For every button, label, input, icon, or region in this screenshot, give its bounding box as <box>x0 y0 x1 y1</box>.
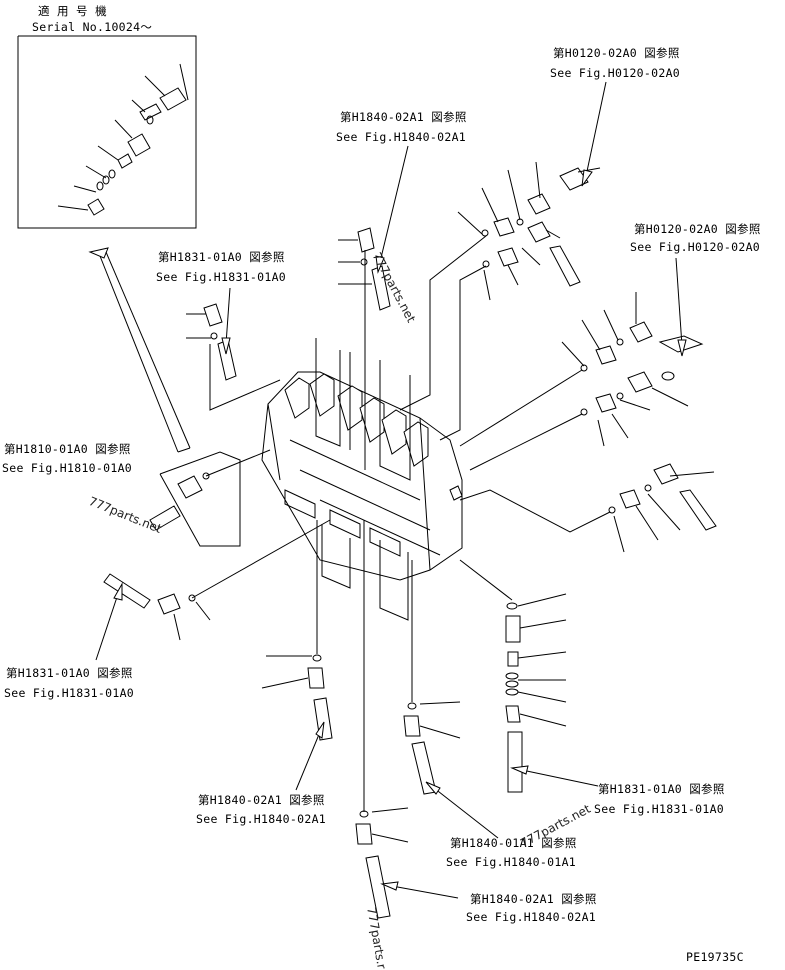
ref-jp-label: 第H1831-01A0 図参照 <box>598 782 725 796</box>
ref-jp-label: 第H1840-02A1 図参照 <box>340 110 467 124</box>
ref-en-label: See Fig.H0120-02A0 <box>630 240 761 254</box>
upper-left-fittings <box>186 303 281 411</box>
ref-en-label: See Fig.H1840-02A1 <box>466 910 597 924</box>
bottom-center-fittings <box>355 520 409 919</box>
lower-left-fittings <box>103 519 331 641</box>
right-side-fittings <box>459 292 717 553</box>
control-valve-body <box>261 338 463 621</box>
ref-en-label: See Fig.H1831-01A0 <box>594 802 725 816</box>
ref-en-label: See Fig.H1840-02A1 <box>336 130 467 144</box>
ref-jp-label: 第H0120-02A0 図参照 <box>553 46 680 60</box>
serial-inset-box <box>17 35 197 229</box>
ref-jp-label: 第H1831-01A0 図参照 <box>6 666 133 680</box>
ref-en-label: See Fig.H1810-01A0 <box>2 461 133 475</box>
drawing-number: PE19735C <box>686 950 744 964</box>
ref-jp-label: 第H1840-02A1 図参照 <box>470 892 597 906</box>
serial-box-serial: Serial No.10024～ <box>32 20 153 34</box>
right-lower-stack <box>459 559 567 793</box>
ref-en-label: See Fig.H0120-02A0 <box>550 66 681 80</box>
ref-jp-label: 第H1810-01A0 図参照 <box>4 442 131 456</box>
ref-jp-label: 第H1831-01A0 図参照 <box>158 250 285 264</box>
ref-en-label: See Fig.H1831-01A0 <box>156 270 287 284</box>
ref-en-label: See Fig.H1831-01A0 <box>4 686 135 700</box>
left-fittings-box <box>149 449 271 547</box>
reference-leaders <box>95 81 687 899</box>
inset-pointer-arrow <box>88 247 191 453</box>
ref-en-label: See Fig.H1840-01A1 <box>446 855 577 869</box>
ref-jp-label: 第H0120-02A0 図参照 <box>634 222 761 236</box>
ref-jp-label: 第H1840-02A1 図参照 <box>198 793 325 807</box>
middle-lower-fittings <box>403 560 461 795</box>
ref-jp-label: 第H1840-01A1 図参照 <box>450 836 577 850</box>
upper-center-fittings <box>338 227 391 470</box>
ref-en-label: See Fig.H1840-02A1 <box>196 812 327 826</box>
serial-box-title: 適 用 号 機 <box>38 4 107 18</box>
upper-right-fittings <box>399 161 601 441</box>
